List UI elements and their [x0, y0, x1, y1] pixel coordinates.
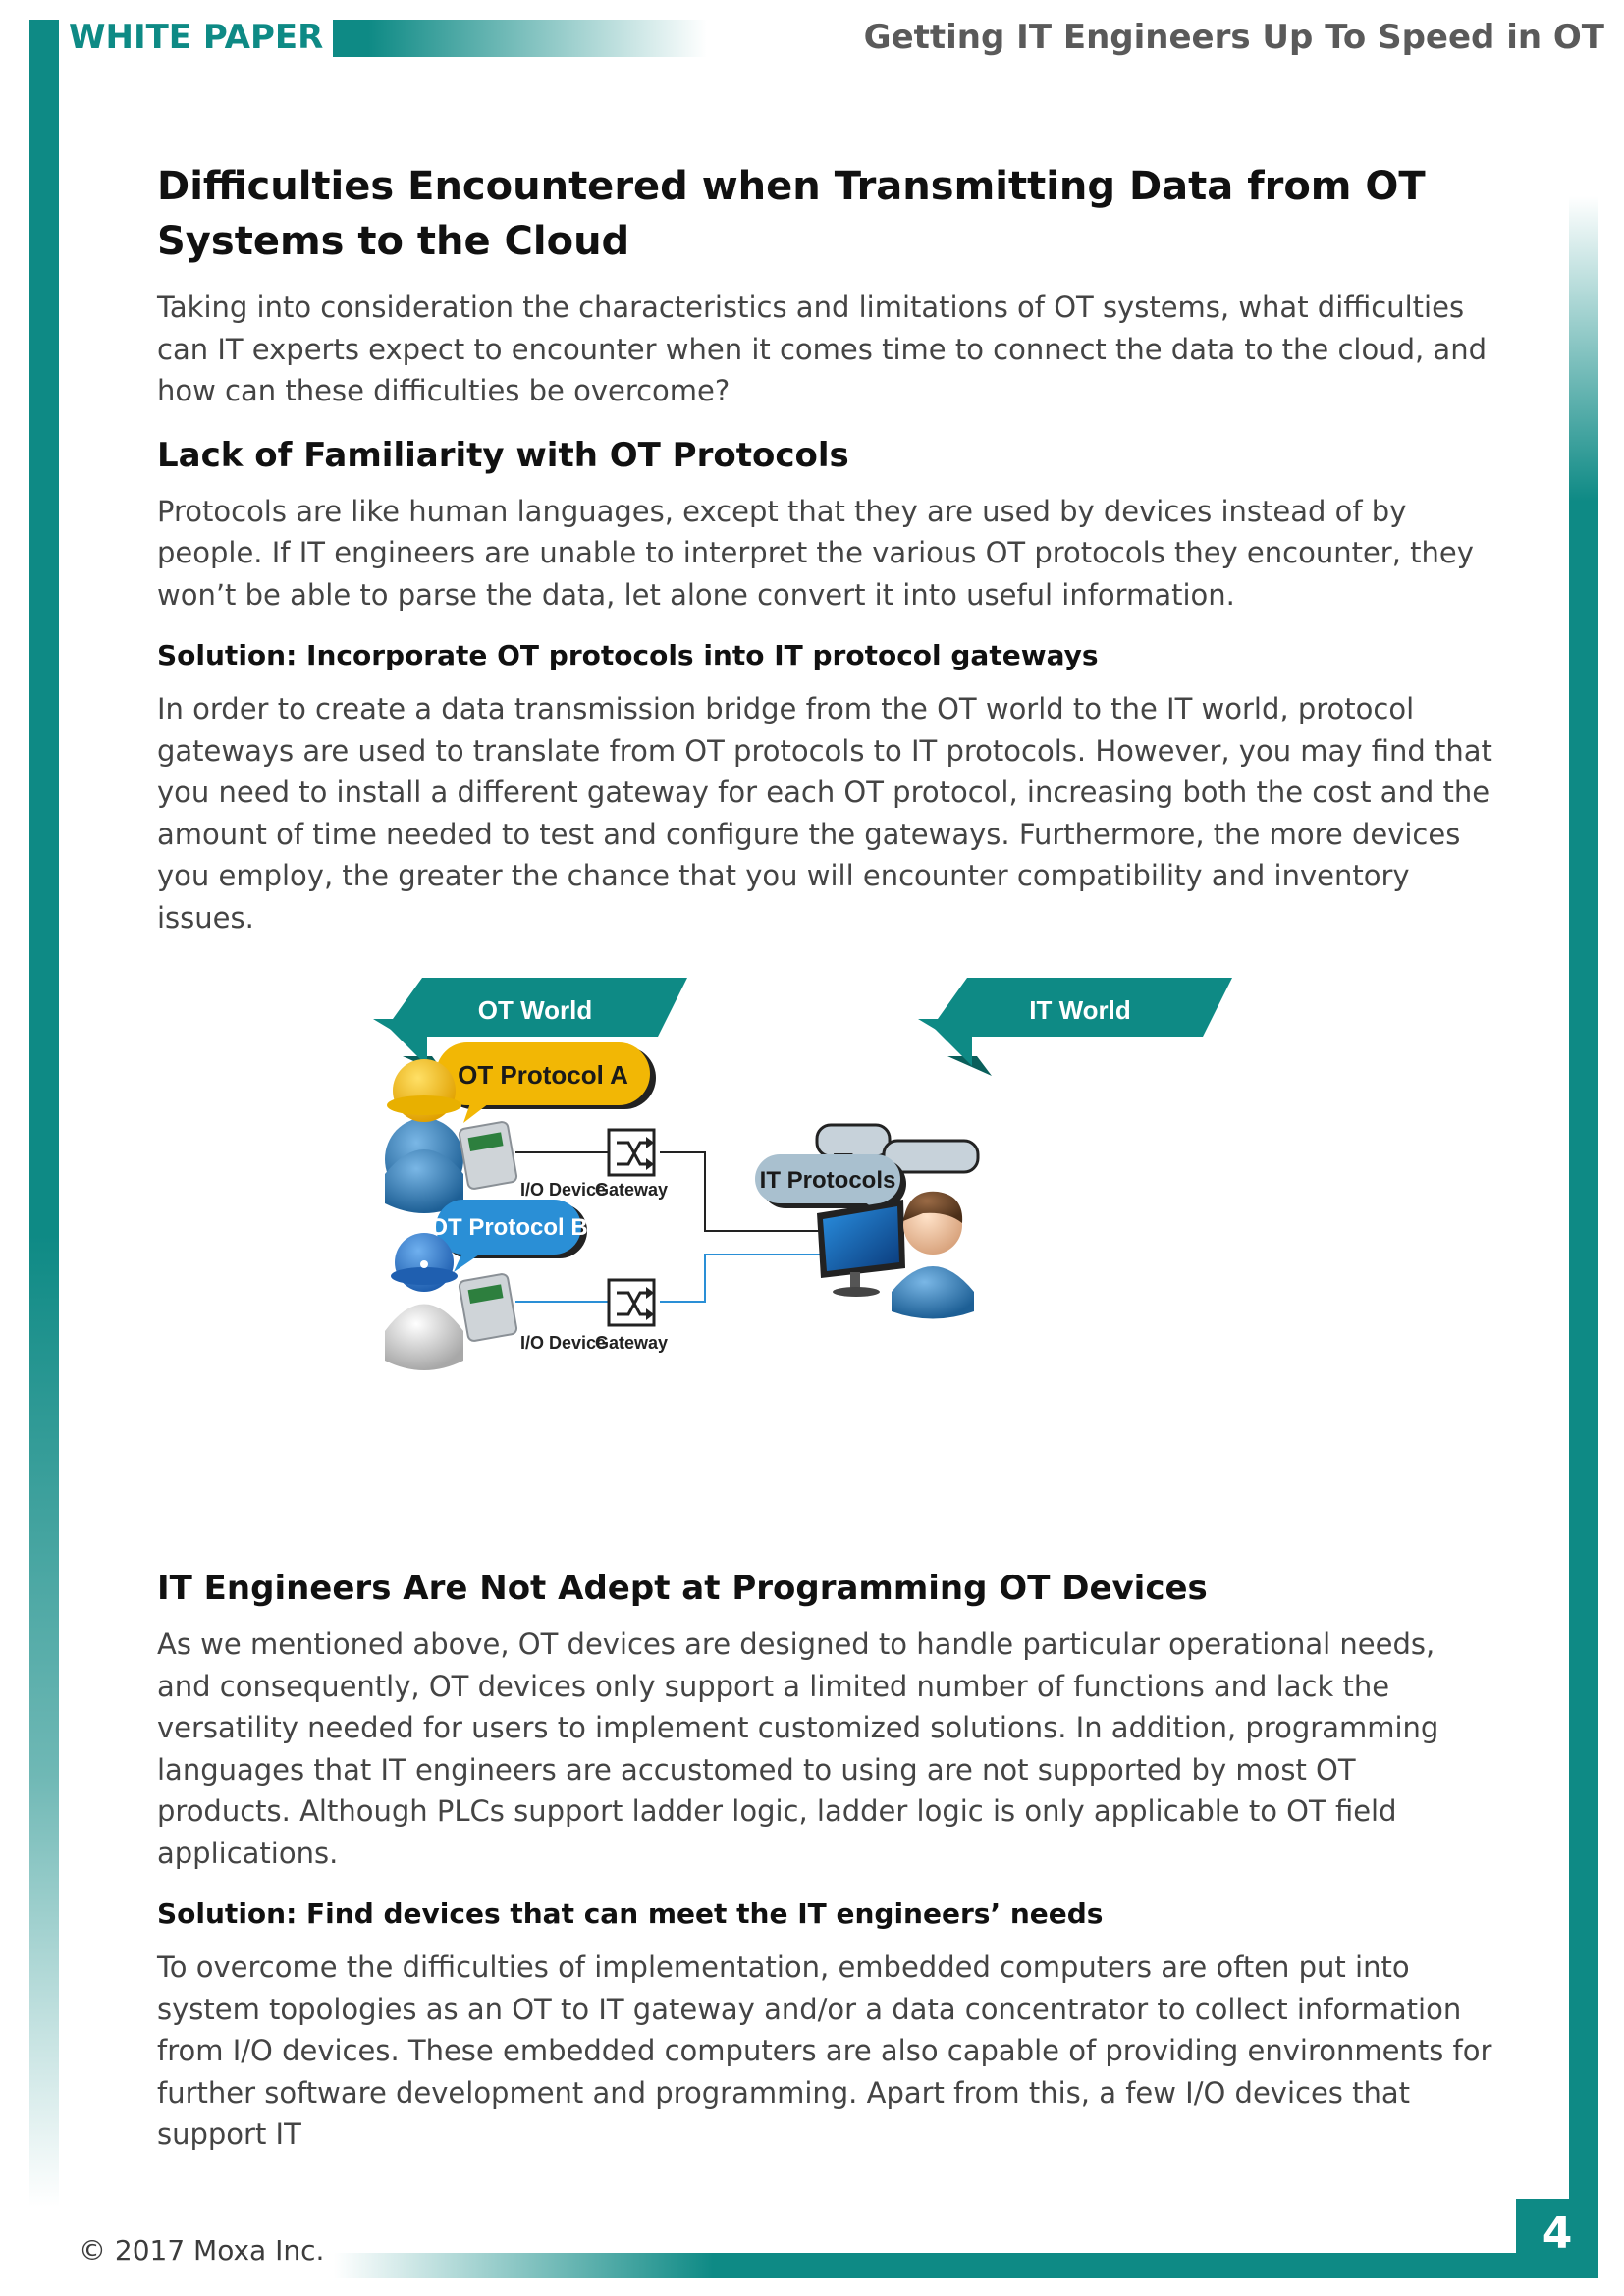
- section-heading: Difficulties Encountered when Transmitti…: [157, 164, 1426, 264]
- copyright: © 2017 Moxa Inc.: [79, 2234, 325, 2267]
- solution-heading-gateways: Solution: Incorporate OT protocols into …: [157, 639, 1099, 671]
- protocols-paragraph: Protocols are like human languages, exce…: [157, 494, 1474, 612]
- solution-paragraph-devices: To overcome the difficulties of implemen…: [157, 1950, 1492, 2151]
- it-protocols-label: IT Protocols: [760, 1167, 896, 1194]
- it-world-ribbon: [918, 978, 1232, 1076]
- ot-protocol-a-label: OT Protocol A: [458, 1060, 628, 1090]
- header-label: WHITE PAPER: [59, 18, 334, 57]
- programming-paragraph: As we mentioned above, OT devices are de…: [157, 1628, 1439, 1870]
- connector-line: [660, 1151, 825, 1232]
- ot-protocol-b-bubble: [436, 1200, 587, 1272]
- ot-it-diagram: OT World IT World OT Protocol A: [373, 978, 1257, 1557]
- ot-worker-b-icon: [385, 1233, 463, 1370]
- io-device-b-label: I/O Device: [520, 1333, 606, 1353]
- page-content: Difficulties Encountered when Transmitti…: [157, 159, 1492, 2156]
- gateway-b-icon: [607, 1278, 656, 1327]
- ot-worker-a-icon: [385, 1059, 463, 1213]
- footer-accent-bar: [334, 2253, 1598, 2278]
- ot-protocol-a-bubble: [436, 1042, 656, 1123]
- gateway-a-label: Gateway: [595, 1180, 668, 1200]
- subsection-heading-protocols: Lack of Familiarity with OT Protocols: [157, 435, 849, 475]
- gateway-b-label: Gateway: [595, 1333, 668, 1353]
- io-device-a-icon: [458, 1121, 518, 1190]
- io-device-a-label: I/O Device: [520, 1180, 606, 1200]
- it-engineer-icon: [892, 1191, 974, 1319]
- right-accent-bar: [1569, 196, 1598, 2228]
- ot-protocol-b-label: OT Protocol B: [429, 1214, 587, 1241]
- subsection-heading-programming: IT Engineers Are Not Adept at Programmin…: [157, 1569, 1208, 1608]
- io-device-b-icon: [458, 1273, 518, 1342]
- intro-paragraph: Taking into consideration the characteri…: [157, 291, 1487, 407]
- diagram-svg: OT World IT World OT Protocol A: [373, 978, 1232, 1370]
- it-world-label: IT World: [1029, 995, 1131, 1025]
- ot-world-label: OT World: [478, 995, 593, 1025]
- gateway-a-icon: [607, 1128, 656, 1177]
- page-number: 4: [1516, 2199, 1598, 2269]
- monitor-icon: [817, 1200, 905, 1297]
- solution-heading-devices: Solution: Find devices that can meet the…: [157, 1897, 1104, 1930]
- document-title: Getting IT Engineers Up To Speed in OT: [863, 18, 1604, 57]
- left-accent-bar: [29, 47, 59, 2207]
- it-protocols-bubbles: [755, 1123, 980, 1218]
- connector-line: [660, 1254, 825, 1303]
- solution-paragraph-gateways: In order to create a data transmission b…: [157, 692, 1492, 934]
